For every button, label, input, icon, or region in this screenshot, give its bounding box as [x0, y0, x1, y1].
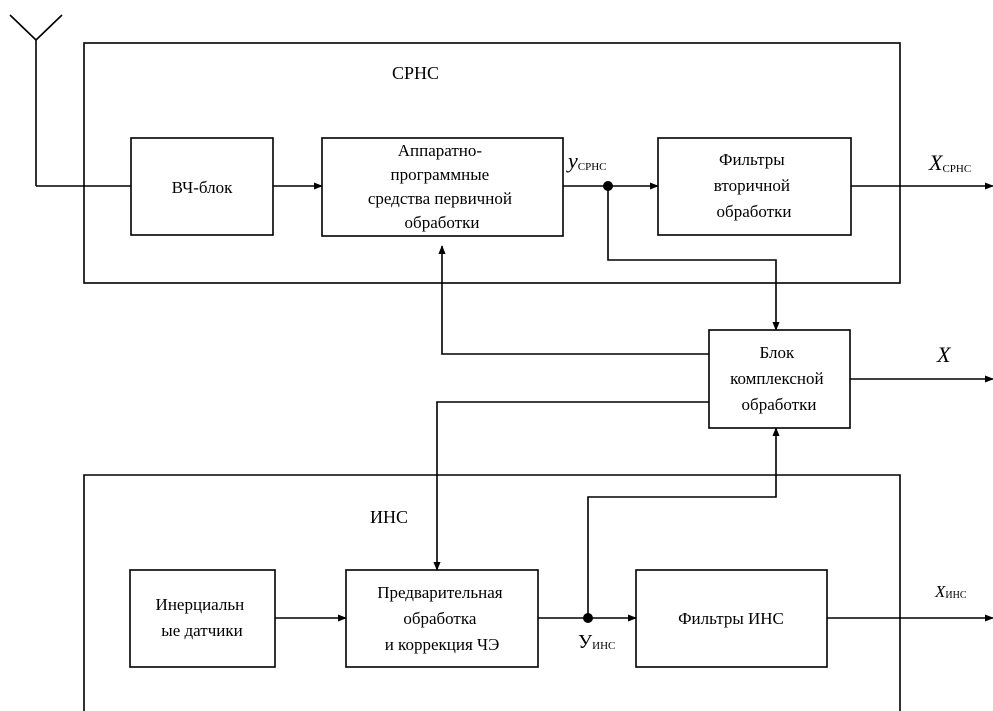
secondary-filters-label-line: вторичной	[714, 176, 790, 195]
ins-frame	[83, 474, 901, 711]
primary-block-label-line: средства первичной	[368, 189, 512, 208]
x-srns-label: XСРНС	[928, 150, 971, 175]
secondary-filters-label-line: Фильтры	[719, 150, 785, 169]
preprocessing-block: Предварительная обработка и коррекция ЧЭ	[345, 569, 539, 668]
y-srns-label: уСРНС	[566, 148, 607, 173]
complex-block-label-line: Блок	[759, 343, 795, 362]
x-ins-label: XИНС	[934, 582, 967, 601]
primary-block-label-line: программные	[391, 165, 490, 184]
sensors-label-line: ые датчики	[161, 621, 242, 640]
preproc-label-line: Предварительная	[377, 583, 503, 602]
svg-text:ВЧ-блок: ВЧ-блок	[172, 178, 233, 197]
y-ins-label: УИНС	[578, 631, 615, 653]
antenna-icon	[9, 14, 63, 186]
secondary-filters-label-line: обработки	[717, 202, 792, 221]
svg-text:Фильтры вторичной: Фильтры вторичной обработки	[714, 150, 794, 221]
complex-block-label-line: комплексной	[730, 369, 824, 388]
complex-processing-block: Блок комплексной обработки	[708, 329, 851, 429]
complex-to-preproc-arrow	[433, 401, 709, 571]
sensors-label-line: Инерциальн	[156, 595, 245, 614]
svg-text:Фильтры ИНС: Фильтры ИНС	[678, 609, 784, 628]
primary-block-label-line: Аппаратно-	[398, 141, 483, 160]
svg-text:Блок комплексной о: Блок комплексной обработки	[730, 343, 828, 414]
srns-group-label: СРНС	[392, 63, 439, 83]
svg-text:Аппаратно- программные: Аппаратно- программные средства первично…	[368, 141, 516, 232]
ins-group-label: ИНС	[370, 507, 408, 527]
svg-text:Инерциальн ые датчики: Инерциальн ые датчики	[156, 595, 249, 640]
x-label: X	[936, 342, 952, 367]
rf-block: ВЧ-блок	[130, 137, 274, 236]
y-srns-junction-dot	[603, 181, 613, 191]
svg-text:Предварительная обработк: Предварительная обработка и коррекция ЧЭ	[377, 583, 507, 654]
complex-feedback-to-primary-arrow	[438, 245, 709, 355]
preproc-label-line: обработка	[403, 609, 477, 628]
primary-block-label-line: обработки	[405, 213, 480, 232]
ins-filters-block: Фильтры ИНС	[635, 569, 828, 668]
ins-filters-label: Фильтры ИНС	[678, 609, 784, 628]
y-srns-to-complex-arrow	[607, 186, 780, 331]
srns-frame	[83, 42, 901, 284]
y-ins-junction-dot	[583, 613, 593, 623]
preproc-label-line: и коррекция ЧЭ	[385, 635, 500, 654]
complex-block-label-line: обработки	[742, 395, 817, 414]
inertial-sensors-block: Инерциальн ые датчики	[129, 569, 276, 668]
rf-block-label: ВЧ-блок	[172, 178, 233, 197]
y-ins-to-complex-arrow	[587, 427, 780, 618]
primary-processing-block: Аппаратно- программные средства первично…	[321, 137, 564, 237]
secondary-filters-block: Фильтры вторичной обработки	[657, 137, 852, 236]
